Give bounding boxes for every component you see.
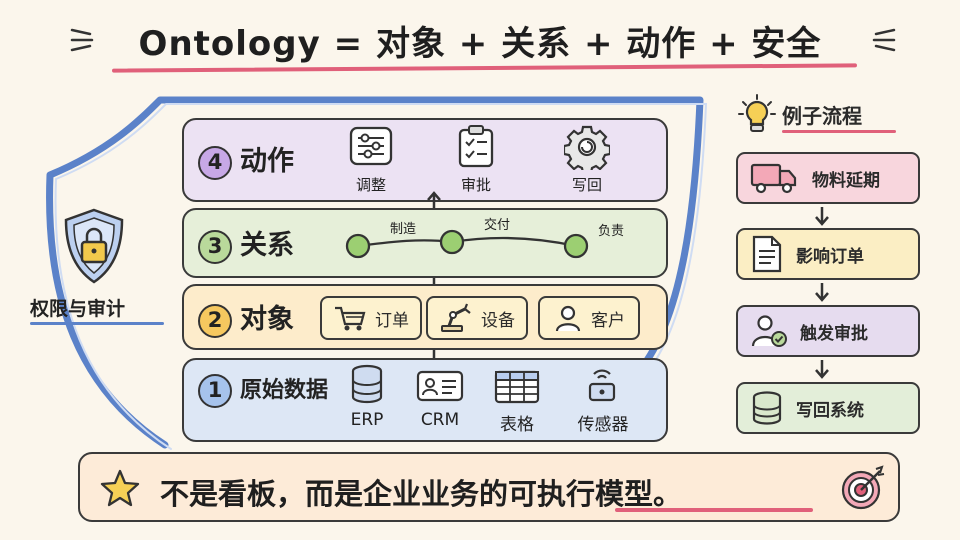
summary-banner: 不是看板，而是企业业务的可执行模型。 xyxy=(78,452,900,522)
example-flow-title: 例子流程 xyxy=(782,104,862,128)
table-grid-icon xyxy=(494,370,540,408)
star-icon xyxy=(100,469,140,507)
action-approve-label: 审批 xyxy=(460,176,491,194)
summary-highlight-underline xyxy=(615,508,813,512)
object-customer-label: 客户 xyxy=(591,310,625,331)
layer-raw-data-title: 1 原始数据 xyxy=(198,372,328,408)
id-card-icon xyxy=(416,370,464,406)
object-customer: 客户 xyxy=(538,296,640,340)
layer-3-number: 3 xyxy=(198,229,232,264)
relation-graph xyxy=(345,229,589,259)
layer-objects-title: 2 对象 xyxy=(198,297,294,338)
sensor-icon xyxy=(584,364,620,408)
clipboard-check-icon xyxy=(456,124,496,172)
layer-raw-data-label: 原始数据 xyxy=(240,378,329,403)
data-table-label: 表格 xyxy=(500,415,534,435)
flow-step-label: 写回系统 xyxy=(796,400,864,421)
database-icon xyxy=(752,391,782,425)
relation-node xyxy=(563,233,589,259)
database-icon xyxy=(350,364,384,408)
object-order-label: 订单 xyxy=(375,310,409,331)
page-title: Ontology = 对象 + 关系 + 动作 + 安全 xyxy=(138,24,822,64)
permission-audit-label: 权限与审计 xyxy=(30,298,126,320)
object-equipment-label: 设备 xyxy=(481,310,515,331)
relation-node xyxy=(345,233,371,259)
lightbulb-icon xyxy=(738,94,776,138)
layer-1-number: 1 xyxy=(198,374,232,408)
edge-label-deliver: 交付 xyxy=(484,218,511,233)
layer-objects-label: 对象 xyxy=(240,304,294,335)
target-icon xyxy=(841,465,885,510)
object-equipment: 设备 xyxy=(426,296,528,340)
gear-refresh-icon xyxy=(562,124,612,175)
title-burst-right xyxy=(870,24,896,59)
layer-actions-title: 4 动作 xyxy=(198,139,294,180)
flow-step-label: 物料延期 xyxy=(812,170,880,191)
title-burst-left xyxy=(70,24,96,59)
edge-label-manufacture: 制造 xyxy=(390,222,417,237)
lock-shield-icon xyxy=(58,206,130,290)
data-crm-label: CRM xyxy=(420,410,460,430)
document-icon xyxy=(752,235,782,273)
robot-arm-icon xyxy=(441,303,471,332)
flow-step-material-delay: 物料延期 xyxy=(736,152,920,204)
flow-step-label: 触发审批 xyxy=(800,323,868,344)
data-sensor-label: 传感器 xyxy=(577,415,629,435)
object-order: 订单 xyxy=(320,296,422,340)
truck-icon xyxy=(750,163,797,194)
arrow-up-icon xyxy=(427,191,441,210)
user-check-icon xyxy=(751,315,787,347)
arrow-down-icon xyxy=(815,207,829,226)
layer-2-number: 2 xyxy=(198,303,232,338)
relation-node xyxy=(439,229,465,255)
flow-step-affect-order: 影响订单 xyxy=(736,228,920,280)
edge-label-responsible: 负责 xyxy=(598,224,625,239)
user-icon xyxy=(555,305,581,332)
summary-text: 不是看板，而是企业业务的可执行模型。 xyxy=(160,477,683,511)
permission-underline xyxy=(30,322,164,325)
flow-step-label: 影响订单 xyxy=(796,246,864,267)
example-title-underline xyxy=(782,130,896,133)
data-erp-label: ERP xyxy=(350,410,384,430)
layer-4-number: 4 xyxy=(198,145,232,180)
sliders-icon xyxy=(349,126,393,170)
layer-relations-title: 3 关系 xyxy=(198,223,294,264)
action-writeback-label: 写回 xyxy=(571,176,602,194)
action-adjust-label: 调整 xyxy=(355,176,386,194)
cart-icon xyxy=(335,306,366,331)
arrow-down-icon xyxy=(815,283,829,302)
layer-relations-label: 关系 xyxy=(240,230,294,261)
flow-step-trigger-approval: 触发审批 xyxy=(736,305,920,357)
layer-actions-label: 动作 xyxy=(240,146,294,177)
arrow-down-icon xyxy=(815,360,829,379)
flow-step-writeback-system: 写回系统 xyxy=(736,382,920,434)
